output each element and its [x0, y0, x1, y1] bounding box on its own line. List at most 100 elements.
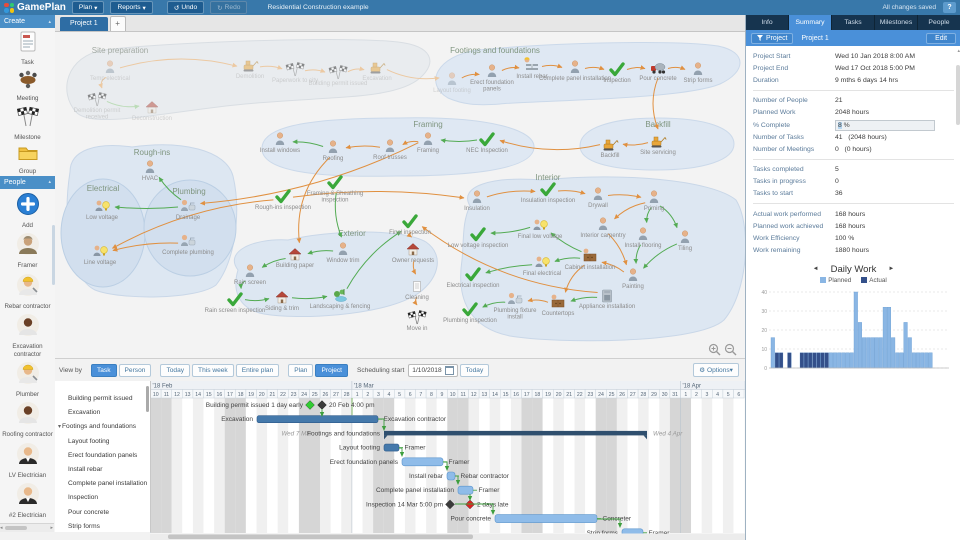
sidebar-item-group[interactable]: Group	[0, 141, 55, 175]
week-range-button[interactable]: This week	[192, 363, 234, 377]
panel-scrollbar[interactable]	[956, 65, 960, 125]
sidebar-person-lv-electrician[interactable]: LV Electrician	[0, 439, 55, 479]
sidebar-scrollbar[interactable]	[52, 225, 55, 285]
node-interior-carpentry[interactable]: Interior carpentry	[580, 217, 626, 239]
create-section-header[interactable]: Create▴	[0, 15, 55, 28]
options-button[interactable]: ⚙ Options▾	[693, 363, 739, 377]
view-task-button[interactable]: Task	[90, 363, 117, 377]
node-plumbing-inspection[interactable]: Plumbing inspection	[443, 302, 497, 324]
node-appliance-installation[interactable]: Appliance installation	[579, 289, 635, 310]
node-pour-concrete[interactable]: Pour concrete	[639, 63, 677, 83]
gantt-list-item[interactable]: Erect foundation panels	[68, 451, 138, 459]
gantt-list-item[interactable]: Excavation	[68, 409, 101, 417]
sidebar-item-meeting[interactable]: Meeting	[0, 66, 55, 102]
group-electrical[interactable]	[60, 178, 146, 288]
node-demolition[interactable]: Demolition	[236, 60, 264, 80]
panel-scroll-up-icon[interactable]: ▴	[957, 48, 960, 54]
group-plumbing[interactable]	[143, 179, 237, 277]
node-strip-forms[interactable]: Strip forms	[683, 62, 713, 84]
view-person-button[interactable]: Person	[118, 363, 152, 377]
filter-project-button[interactable]: Project	[751, 32, 794, 44]
sidebar-person-rebar-contractor[interactable]: Rebar contractor	[0, 270, 55, 310]
node-insulation[interactable]: Insulation	[464, 190, 490, 212]
node-landscaping-fencing[interactable]: Landscaping & fencing	[310, 289, 371, 310]
zoom-in-icon[interactable]	[708, 343, 721, 356]
node-drywall[interactable]: Drywall	[588, 187, 608, 209]
gantt-bar[interactable]	[256, 415, 379, 424]
chart-prev-button[interactable]: ◄	[812, 266, 819, 273]
node-install-rebar[interactable]: Install rebar	[516, 57, 548, 80]
group-footings-and-foundations[interactable]	[435, 42, 741, 106]
zoom-out-icon[interactable]	[724, 343, 737, 356]
gantt-list-item[interactable]: Strip forms	[68, 522, 100, 530]
node-window-trim[interactable]: Window trim	[326, 242, 360, 264]
today-range-button[interactable]: Today	[160, 363, 191, 377]
scope-plan-button[interactable]: Plan	[288, 363, 314, 377]
gantt-list-item[interactable]: Pour concrete	[68, 508, 110, 516]
node-cabinet-installation[interactable]: Cabinet installation	[565, 248, 616, 271]
node-low-voltage-inspection[interactable]: Low voltage inspection	[448, 227, 509, 249]
node-rain-screen[interactable]: Rain screen	[234, 264, 266, 286]
undo-button[interactable]: ↺Undo	[166, 1, 205, 14]
node-paperwork-to-city[interactable]: Paperwork to city	[272, 62, 318, 84]
add-project-tab[interactable]: +	[109, 16, 126, 31]
node-electrical-inspection[interactable]: Electrical inspection	[446, 267, 500, 289]
sidebar-person-excavation-contractor[interactable]: Excavation contractor	[0, 310, 55, 358]
node-line-voltage[interactable]: Line voltage	[84, 245, 117, 266]
edit-button[interactable]: Edit	[926, 32, 956, 44]
chart-next-button[interactable]: ►	[888, 266, 895, 273]
node-framing-task[interactable]: Framing	[417, 132, 439, 154]
plan-menu[interactable]: Plan▾	[71, 1, 105, 14]
node-final-inspection[interactable]: Final inspection	[389, 214, 431, 236]
node-painting[interactable]: Painting	[622, 268, 644, 290]
node-temp-electrical[interactable]: Temp electrical	[90, 60, 130, 82]
gantt-list-item[interactable]: Install rebar	[68, 466, 103, 473]
node-low-voltage[interactable]: Low voltage	[86, 200, 119, 221]
node-move-in[interactable]: Move in	[406, 310, 428, 332]
node-owner-requests[interactable]: Owner requests	[392, 243, 434, 265]
sidebar-person-framer[interactable]: Framer	[0, 229, 55, 269]
node-insulation-inspection[interactable]: Insulation inspection	[521, 182, 575, 204]
gantt-milestone[interactable]	[445, 499, 455, 510]
scope-project-button[interactable]: Project	[315, 363, 348, 377]
sidebar-person-add[interactable]: Add	[0, 189, 55, 229]
scroll-right-icon[interactable]: ▸	[50, 525, 53, 531]
gantt-hscrollbar[interactable]	[168, 534, 473, 540]
group-interior[interactable]	[460, 176, 745, 342]
scheduling-today-button[interactable]: Today	[459, 363, 490, 377]
node-roof-trusses[interactable]: Roof trusses	[373, 139, 407, 161]
node-deconstruction[interactable]: Deconstruction	[132, 101, 172, 123]
tab-people[interactable]: People	[918, 15, 960, 30]
gantt-bar[interactable]	[401, 457, 444, 467]
node-inspection[interactable]: Inspection	[603, 62, 631, 84]
group-site-preparation[interactable]	[66, 39, 431, 121]
gantt-list-item[interactable]: Inspection	[68, 494, 99, 502]
node-complete-panel-installation[interactable]: Complete panel installation	[539, 60, 611, 82]
node-site-servicing[interactable]: Site servicing	[640, 136, 676, 156]
node-install-windows[interactable]: Install windows	[260, 132, 300, 154]
sidebar-item-task[interactable]: Task	[0, 28, 55, 66]
tab-tasks[interactable]: Tasks	[832, 15, 875, 30]
percent-complete-input[interactable]: 8 %	[835, 119, 935, 131]
node-excavation[interactable]: Excavation	[362, 62, 392, 82]
gantt-list-item[interactable]: Complete panel installation	[68, 480, 148, 488]
scroll-thumb[interactable]	[4, 526, 27, 530]
gantt-bar[interactable]	[383, 443, 400, 452]
gantt-list-item[interactable]: Layout footing	[68, 437, 110, 445]
gantt-bar[interactable]	[457, 485, 474, 495]
node-nec-inspection[interactable]: NEC Inspection	[466, 132, 508, 154]
scheduling-start-input[interactable]: 1/10/2018	[408, 363, 458, 377]
node-building-paper[interactable]: Building paper	[276, 248, 314, 270]
tab-info[interactable]: Info	[746, 15, 789, 30]
node-drainage[interactable]: Drainage	[176, 199, 201, 221]
help-button[interactable]: ?	[943, 2, 956, 13]
node-rain-screen-inspection[interactable]: Rain screen inspection	[205, 292, 266, 314]
entire-plan-button[interactable]: Entire plan	[235, 363, 280, 377]
sidebar-item-milestone[interactable]: Milestone	[0, 103, 55, 141]
node-complete-plumbing[interactable]: Complete plumbing	[162, 234, 214, 256]
node-rough-ins-inspection[interactable]: Rough-ins inspection	[255, 189, 311, 211]
